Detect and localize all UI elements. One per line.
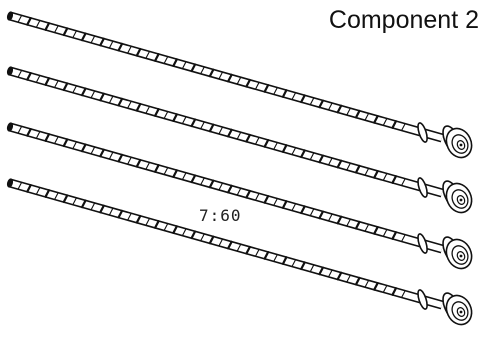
component-title: Component 2 [328, 6, 479, 34]
scale-label: 7:60 [199, 206, 242, 226]
rod-assembly [6, 178, 473, 326]
rod-assembly [6, 66, 473, 214]
rod-assembly [6, 11, 473, 159]
rod-assembly [6, 122, 473, 270]
